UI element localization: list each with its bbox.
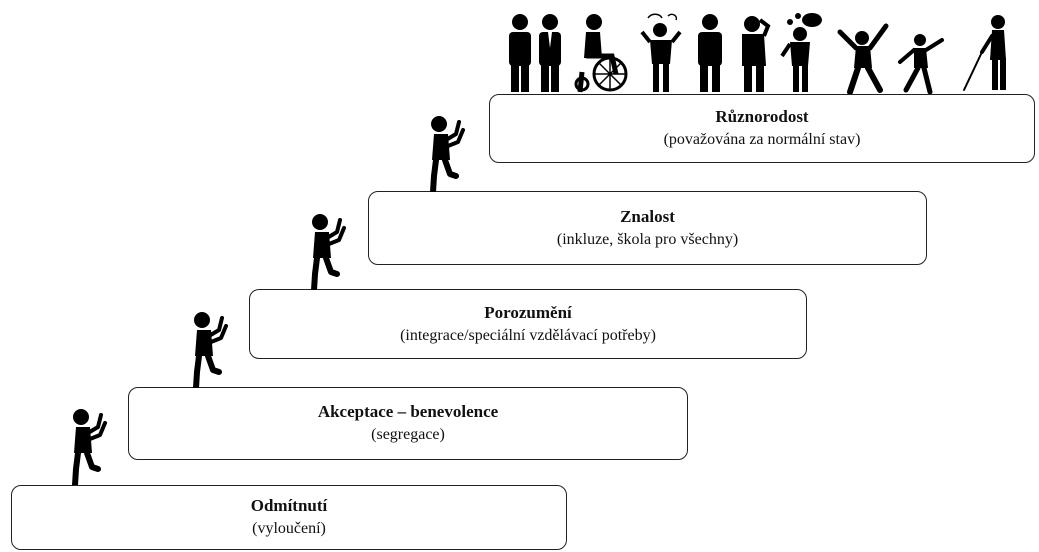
step-akceptace: Akceptace – benevolence (segregace)	[128, 387, 688, 460]
climbing-person-icon	[72, 409, 107, 485]
climbing-person-icon	[430, 116, 465, 192]
wheelchair-user-icon	[574, 14, 628, 93]
step-title: Různorodost	[715, 107, 809, 127]
step-subtitle: (integrace/speciální vzdělávací potřeby)	[400, 326, 656, 344]
step-title: Akceptace – benevolence	[317, 402, 499, 422]
person-on-phone-icon	[742, 16, 771, 92]
blind-person-with-cane-icon	[963, 15, 1006, 91]
step-znalost: Znalost (inkluze, škola pro všechny)	[368, 191, 927, 265]
step-subtitle: (inkluze, škola pro všechny)	[556, 230, 739, 248]
people-in-suits-icon	[509, 14, 561, 92]
step-ruznorodost: Různorodost (považována za normální stav…	[489, 94, 1035, 163]
step-odmitnuti: Odmítnutí (vyloučení)	[11, 485, 567, 550]
standing-person-icon	[698, 14, 722, 92]
step-title: Odmítnutí	[250, 496, 328, 516]
talking-person-icon	[780, 13, 822, 92]
step-subtitle: (považována za normální stav)	[663, 131, 861, 149]
step-subtitle: (segregace)	[371, 426, 445, 444]
step-subtitle: (vyloučení)	[252, 520, 326, 538]
step-porozumeni: Porozumění (integrace/speciální vzděláva…	[249, 289, 807, 359]
diverse-people-group	[504, 12, 1034, 94]
climbing-person-icon	[193, 312, 228, 388]
climbing-person-icon	[311, 214, 346, 290]
step-title: Porozumění	[484, 302, 572, 322]
step-title: Znalost	[620, 206, 675, 226]
confused-person-icon	[640, 13, 682, 92]
dancing-people-icon	[837, 23, 944, 94]
